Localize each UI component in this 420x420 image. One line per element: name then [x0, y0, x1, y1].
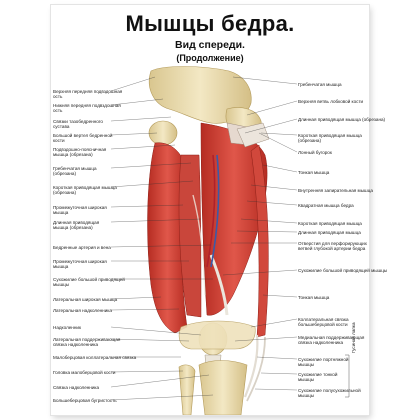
right-label: Коллатеральная связка	[298, 317, 349, 322]
right-label: связка надколенника	[298, 340, 344, 345]
tibia	[198, 360, 248, 415]
right-label: ветвей глубокой артерии бедра	[298, 246, 366, 251]
right-label: Тонкая мышца	[298, 295, 330, 300]
pes-anserinus-bracket	[345, 354, 350, 398]
anatomy-poster: Мышцы бедра. Вид спереди. (Продолжение)	[51, 5, 388, 415]
left-label: ость	[53, 108, 63, 113]
left-label: сустава	[53, 124, 70, 129]
right-label: Отверстия для перфорирующих	[298, 241, 367, 246]
left-label: Связка надколенника	[53, 385, 100, 390]
poster-subtitle-continued: (Продолжение)	[176, 53, 244, 63]
left-label: Связки тазобедренного	[53, 119, 103, 124]
left-label: мышца	[53, 210, 69, 215]
thigh-illustration	[110, 66, 350, 415]
greater-trochanter	[148, 120, 178, 146]
poster-title: Мышцы бедра.	[125, 11, 295, 36]
right-label: Верхняя ветвь лобковой кости	[298, 99, 364, 104]
adductor-brevis	[236, 122, 270, 148]
poster-subtitle: Вид спереди.	[175, 39, 245, 51]
left-label: Промежуточная широкая	[53, 205, 107, 210]
femoral-vein	[210, 154, 220, 268]
left-label: Головка малоберцовой кости	[53, 370, 116, 375]
leader-lines-left	[110, 76, 214, 401]
right-label: Лонный бугорок	[298, 150, 332, 155]
left-label: (обрезана)	[53, 171, 77, 176]
left-label: Латеральная поддерживающая	[53, 337, 121, 342]
right-label: мышцы	[298, 377, 315, 382]
right-label: Внутренняя запирательная мышца	[298, 188, 373, 193]
left-label: Короткая приводящая мышца	[53, 185, 117, 190]
right-label: Тонкая мышца	[298, 170, 330, 175]
right-label: Длинная приводящая мышца	[298, 230, 361, 235]
left-label: Большеберцовая бугристость	[53, 398, 117, 403]
right-label: Медиальная поддерживающая	[298, 335, 365, 340]
right-label: Короткая приводящая мышца	[298, 133, 362, 138]
femur-condyles	[178, 320, 256, 350]
left-label: ость	[53, 94, 63, 99]
left-label: Верхняя передняя подвздошная	[53, 89, 123, 94]
right-label: (обрезана)	[298, 138, 322, 143]
left-label: Нижняя передняя подвздошная	[53, 103, 121, 108]
right-label: Гребенчатая мышца	[298, 82, 342, 87]
right-label: Квадратная мышца бедра	[298, 203, 354, 208]
pes-anserinus-label: Гусиная лапка	[351, 322, 356, 353]
fibula	[178, 364, 196, 415]
left-label: Промежуточная широкая	[53, 259, 107, 264]
left-label: кости	[53, 138, 65, 143]
right-label: Короткая приводящая мышца	[298, 221, 362, 226]
right-label: большеберцовой кости	[298, 322, 348, 327]
left-label: мышца (обрезана)	[53, 152, 93, 157]
left-label: Латеральная надколенника	[53, 308, 112, 313]
left-label: мышцы	[53, 282, 70, 287]
right-label: мышцы	[298, 362, 315, 367]
left-label: мышца	[53, 264, 69, 269]
leader-lines-right	[222, 76, 298, 391]
left-label: мышца (обрезана)	[53, 225, 93, 230]
right-label: мышцы	[298, 393, 315, 398]
left-label: Подвздошно-поясничная	[53, 147, 107, 152]
vastus-intermedius	[178, 154, 202, 318]
right-label: Длинная приводящая мышца (обрезана)	[298, 117, 386, 122]
femoral-artery	[206, 154, 216, 268]
right-label: Сухожилие большой приводящей мышцы	[298, 268, 388, 273]
left-label: Малоберцовая коллатеральная связка	[53, 355, 137, 360]
left-label: (обрезана)	[53, 190, 77, 195]
left-label: Латеральная широкая мышца	[53, 297, 118, 302]
right-label: Сухожилие тонкой	[298, 372, 338, 377]
left-label: Сухожилие большой приводящей	[53, 277, 125, 282]
left-label: Длинная приводящая	[53, 220, 100, 225]
right-label: Сухожилие портняжной	[298, 357, 349, 362]
left-label: Надколенник	[53, 325, 81, 330]
left-label: связка надколенника	[53, 342, 99, 347]
left-label: Гребенчатая мышца	[53, 166, 97, 171]
left-label: Большой вертел бедренной	[53, 133, 113, 138]
right-label: Сухожилие полусухожильной	[298, 388, 361, 393]
left-label: Бедренные артерия и вена	[53, 245, 111, 250]
